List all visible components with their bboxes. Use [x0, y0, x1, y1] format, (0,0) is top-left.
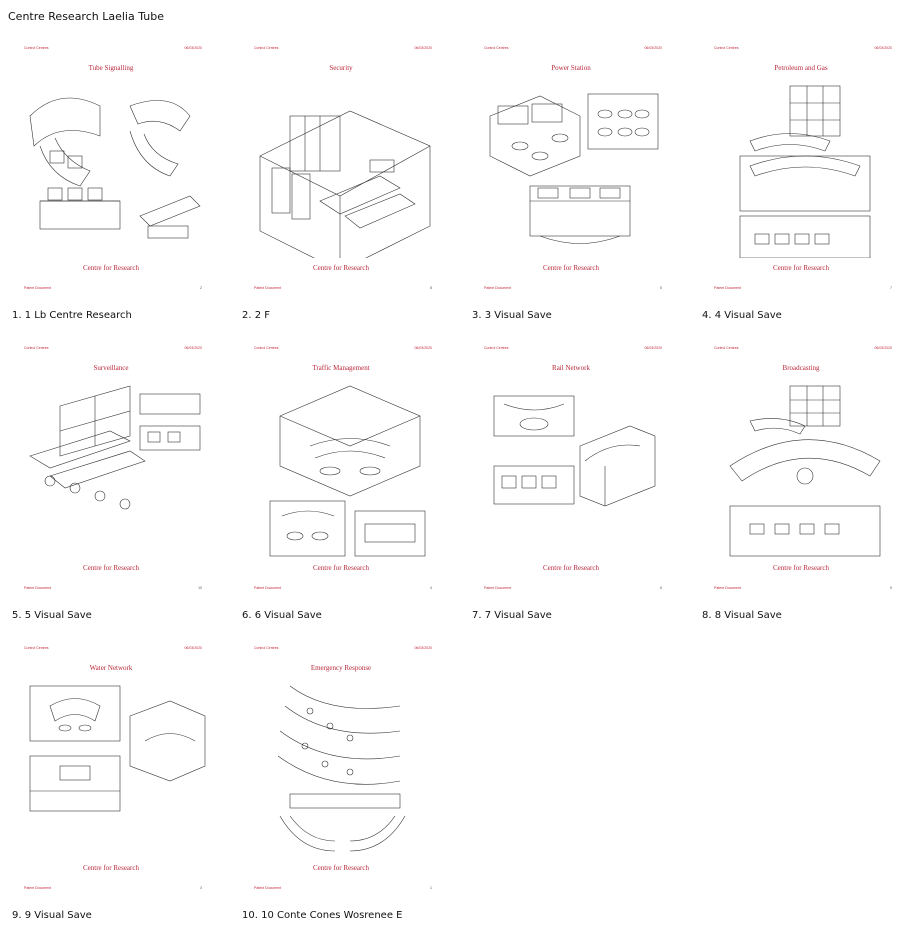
page-thumbnail[interactable]: Control Centres 06/03/2020 Power Station…: [466, 40, 676, 295]
page-footer-left: Patent Document: [484, 586, 512, 590]
technical-drawing: [250, 376, 436, 558]
page-thumbnail[interactable]: Control Centres 06/03/2020 Emergency Res…: [236, 640, 446, 895]
thumbnail-caption[interactable]: 7. 7 Visual Save: [472, 610, 552, 621]
page-title: Petroleum and Gas: [774, 64, 828, 72]
page-thumbnail[interactable]: Control Centres 06/03/2020 Traffic Manag…: [236, 340, 446, 595]
technical-drawing: [710, 76, 896, 259]
page-header-left: Control Centres: [254, 46, 279, 50]
page-thumbnail[interactable]: Control Centres 06/03/2020 Broadcasting …: [696, 340, 906, 595]
page-thumbnail[interactable]: Control Centres 06/03/2020 Petroleum and…: [696, 40, 906, 295]
thumbnail-caption[interactable]: 5. 5 Visual Save: [12, 610, 92, 621]
document-title: Centre Research Laelia Tube: [8, 10, 164, 23]
page-number: 4: [430, 586, 432, 590]
thumbnail-caption[interactable]: 4. 4 Visual Save: [702, 310, 782, 321]
technical-drawing: [480, 376, 666, 558]
page-header-right: 06/03/2020: [184, 646, 202, 650]
page-header-left: Control Centres: [484, 46, 509, 50]
page-title: Water Network: [89, 664, 133, 672]
page-header-left: Control Centres: [714, 46, 739, 50]
page-number: 1: [430, 886, 432, 890]
technical-drawing: [480, 76, 666, 258]
page-title: Emergency Response: [310, 664, 372, 672]
page-footer-brand: Centre for Research: [543, 564, 599, 572]
page-number: 8: [430, 286, 432, 290]
page-title: Traffic Management: [312, 364, 370, 372]
page-thumbnail[interactable]: Control Centres 06/03/2020 Water Network…: [6, 640, 216, 895]
page-footer-left: Patent Document: [24, 286, 52, 290]
page-title: Tube Signalling: [88, 64, 134, 72]
page-number: 2: [200, 286, 202, 290]
page-footer-left: Patent Document: [254, 586, 282, 590]
page-footer-brand: Centre for Research: [773, 264, 829, 272]
page-title: Broadcasting: [782, 364, 820, 372]
page-footer-left: Patent Document: [254, 886, 282, 890]
page-footer-brand: Centre for Research: [83, 564, 139, 572]
page-number: 7: [890, 286, 892, 290]
page-footer-brand: Centre for Research: [543, 264, 599, 272]
page-header-right: 06/03/2020: [644, 46, 662, 50]
page-footer-left: Patent Document: [714, 286, 742, 290]
page-footer-brand: Centre for Research: [313, 564, 369, 572]
thumbnail-caption[interactable]: 6. 6 Visual Save: [242, 610, 322, 621]
page-header-right: 06/03/2020: [644, 346, 662, 350]
thumbnail-caption[interactable]: 1. 1 Lb Centre Research: [12, 310, 132, 321]
page-footer-left: Patent Document: [24, 886, 52, 890]
page-header-right: 06/03/2020: [184, 346, 202, 350]
thumbnail-caption[interactable]: 8. 8 Visual Save: [702, 610, 782, 621]
technical-drawing: [20, 376, 206, 558]
page-thumbnail[interactable]: Control Centres 06/03/2020 Rail Network …: [466, 340, 676, 595]
technical-drawing: [20, 76, 206, 258]
page-header-left: Control Centres: [24, 346, 49, 350]
technical-drawing: [710, 376, 896, 558]
technical-drawing: [250, 676, 436, 858]
page-header-right: 06/03/2020: [414, 346, 432, 350]
page-header-left: Control Centres: [484, 346, 509, 350]
thumbnail-caption[interactable]: 2. 2 F: [242, 310, 271, 321]
page-header-right: 06/03/2020: [874, 46, 892, 50]
page-thumbnail[interactable]: Control Centres 06/03/2020 Surveillance …: [6, 340, 216, 595]
page-footer-brand: Centre for Research: [773, 564, 829, 572]
page-header-left: Control Centres: [714, 346, 739, 350]
page-footer-left: Patent Document: [24, 586, 52, 590]
page-footer-brand: Centre for Research: [313, 864, 369, 872]
page-header-right: 06/03/2020: [874, 346, 892, 350]
page-header-left: Control Centres: [24, 646, 49, 650]
page-footer-brand: Centre for Research: [83, 864, 139, 872]
page-number: 6: [660, 586, 662, 590]
page-thumbnail[interactable]: Control Centres 06/03/2020 Security Cent…: [236, 40, 446, 295]
page-footer-left: Patent Document: [484, 286, 512, 290]
page-number: 3: [200, 886, 202, 890]
page-footer-brand: Centre for Research: [313, 264, 369, 272]
page-header-left: Control Centres: [254, 646, 279, 650]
page-number: 9: [890, 586, 892, 590]
page-footer-left: Patent Document: [254, 286, 282, 290]
thumbnail-caption[interactable]: 10. 10 Conte Cones Wosrenee E: [242, 910, 403, 921]
page-number: 10: [198, 586, 202, 590]
page-footer-brand: Centre for Research: [83, 264, 139, 272]
technical-drawing: [20, 676, 206, 858]
thumbnail-caption[interactable]: 9. 9 Visual Save: [12, 910, 92, 921]
page-header-left: Control Centres: [24, 46, 49, 50]
page-header-right: 06/03/2020: [184, 46, 202, 50]
page-title: Rail Network: [552, 364, 590, 372]
page-thumbnail[interactable]: Control Centres 06/03/2020 Tube Signalli…: [6, 40, 216, 295]
page-title: Power Station: [551, 64, 591, 72]
page-title: Security: [329, 64, 353, 72]
thumbnail-caption[interactable]: 3. 3 Visual Save: [472, 310, 552, 321]
page-footer-left: Patent Document: [714, 586, 742, 590]
page-header-right: 06/03/2020: [414, 646, 432, 650]
technical-drawing: [250, 76, 436, 272]
page-header-right: 06/03/2020: [414, 46, 432, 50]
page-title: Surveillance: [93, 364, 129, 372]
page-header-left: Control Centres: [254, 346, 279, 350]
page-number: 5: [660, 286, 662, 290]
